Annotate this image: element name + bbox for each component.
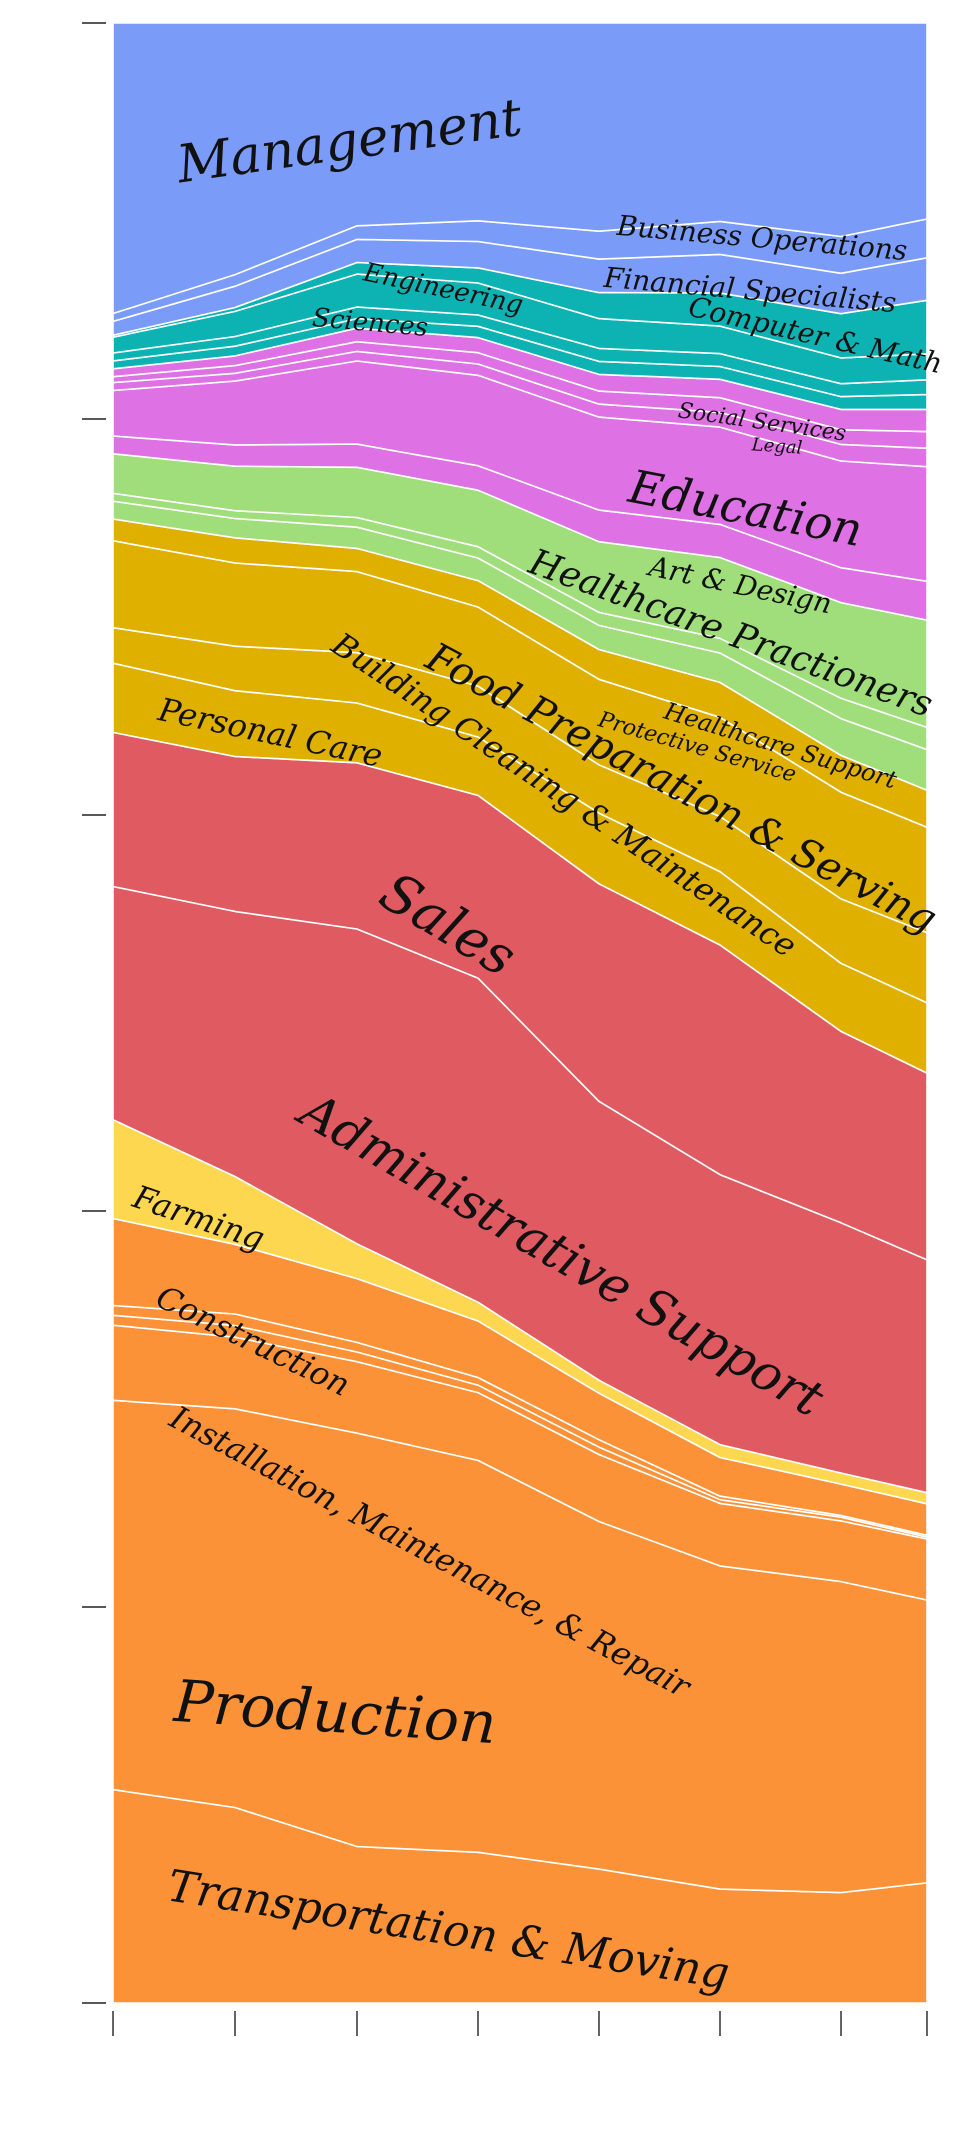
area-bands: [112, 22, 928, 2004]
axes: [82, 22, 928, 2036]
area-management: [112, 22, 928, 315]
label-legal: Legal: [750, 434, 803, 459]
